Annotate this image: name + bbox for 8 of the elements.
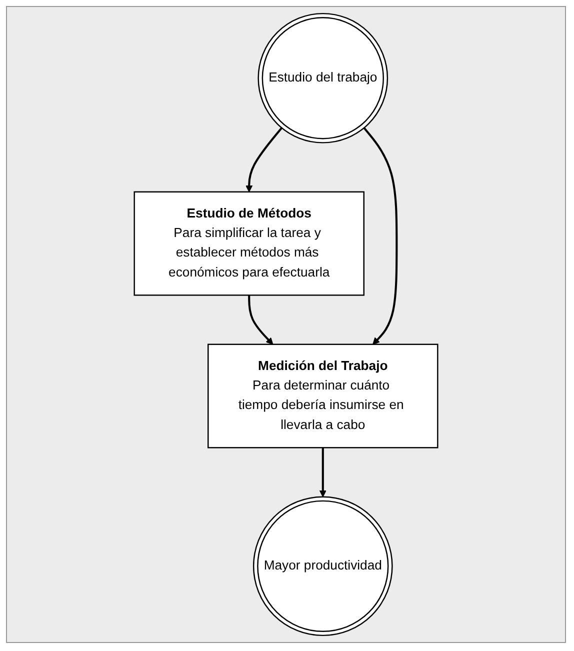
- arrow: [248, 295, 274, 345]
- node-box: Estudio de Métodos Para simplificar la tarea y establecer métodos más económicos para efectuarla: [134, 191, 364, 296]
- arrow: [363, 127, 398, 345]
- arrow: [319, 448, 326, 498]
- arrow: [246, 127, 283, 192]
- node-circle: Mayor productividad: [252, 496, 393, 636]
- node-circle: Estudio del trabajo: [258, 12, 388, 144]
- node-box: Medición del Trabajo Para determinar cuánto tiempo debería insumirse en llevarla a cabo: [208, 344, 438, 448]
